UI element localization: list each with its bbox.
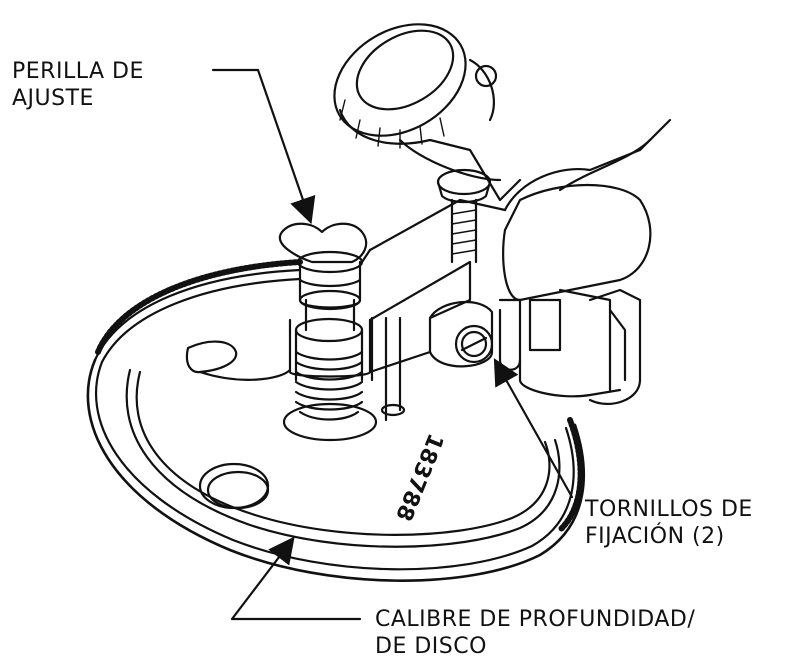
bracket-arm [288,198,507,422]
knob-leader [211,68,316,225]
screws-leader [493,358,574,499]
callout-screws-label: TORNILLOS DE FIJACIÓN (2) [585,496,753,550]
tool-body [498,118,672,405]
gauge-teeth [95,259,584,533]
callout-gauge-line1: CALIBRE DE PROFUNDIDAD/ [375,607,696,632]
clamp-screw [454,324,494,364]
callout-screws-line2: FIJACIÓN (2) [585,524,725,549]
callout-knob-line2: AJUSTE [12,86,94,111]
adjusting-knob [278,222,368,332]
callout-knob-line1: PERILLA DE [12,59,144,84]
callout-gauge-line2: DE DISCO [375,634,487,659]
gauge-leader [230,536,362,621]
locking-pin [436,168,492,264]
part-number: 183788 [390,430,448,525]
callout-screws-line1: TORNILLOS DE [585,497,753,522]
rotary-housing [333,23,522,202]
callout-leaders [211,68,574,621]
callout-knob-label: PERILLA DE AJUSTE [12,58,144,112]
callout-gauge-label: CALIBRE DE PROFUNDIDAD/ DE DISCO [375,606,695,660]
gauge-disc [86,268,585,582]
